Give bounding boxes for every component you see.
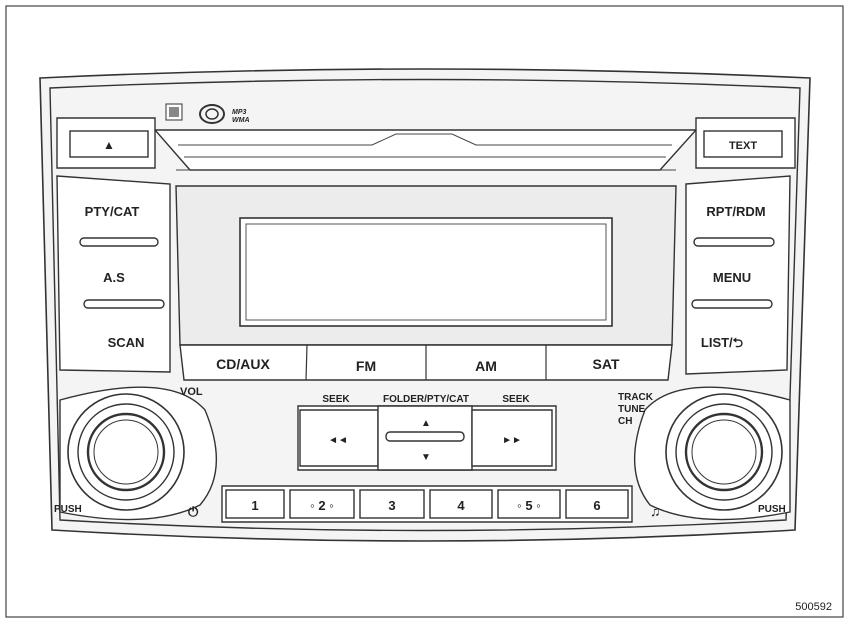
figure-id: 500592 <box>795 601 832 613</box>
left-push-label: PUSH <box>54 504 82 515</box>
right-button-label: LIST/⮌ <box>701 335 744 350</box>
preset-label: ◦ 5 ◦ <box>517 498 541 513</box>
left-button-scan[interactable]: SCAN <box>108 335 145 350</box>
source-button-label: SAT <box>593 356 620 372</box>
preset-button-3[interactable]: 3 <box>359 489 425 519</box>
right-button-label: MENU <box>713 270 751 285</box>
right-divider-2 <box>691 299 773 309</box>
seek-right-button[interactable] <box>471 409 553 467</box>
right-button-column <box>685 175 791 375</box>
seek-right-label: SEEK <box>502 394 530 405</box>
preset-button-frame <box>225 489 285 519</box>
disc-logos: MP3 WMA <box>165 103 250 124</box>
cd-slot-top <box>178 133 672 146</box>
preset-label: 4 <box>457 498 465 513</box>
preset-label: 3 <box>388 498 395 513</box>
vol-knob[interactable] <box>86 412 166 492</box>
preset-button-frame <box>565 489 629 519</box>
source-button-label: CD/AUX <box>216 356 270 372</box>
text-button-label: TEXT <box>729 140 757 152</box>
right-button-menu[interactable]: MENU <box>713 270 751 285</box>
left-divider-1 <box>79 237 159 247</box>
mp3-label: MP3 <box>232 109 247 116</box>
seek-left-label: SEEK <box>322 394 350 405</box>
fast-forward-icon: ►► <box>502 435 522 446</box>
right-button-label: RPT/RDM <box>706 204 765 219</box>
left-button-label: PTY/CAT <box>85 204 140 219</box>
preset-button-5[interactable]: ◦ 5 ◦ <box>497 489 561 519</box>
preset-button-6[interactable]: 6 <box>565 489 629 519</box>
source-button-cd-aux[interactable]: CD/AUX <box>216 356 270 372</box>
left-button-column <box>56 175 171 373</box>
tune-knob-cap <box>691 419 757 485</box>
vol-knob-cap <box>93 419 159 485</box>
source-button-sat[interactable]: SAT <box>593 356 620 372</box>
source-button-label: FM <box>356 358 376 374</box>
tune-label: TUNE <box>618 404 646 415</box>
rewind-icon: ◄◄ <box>328 435 348 446</box>
preset-label: 6 <box>593 498 600 513</box>
left-button-label: A.S <box>103 270 125 285</box>
disc-swirl-inner-icon <box>205 108 219 120</box>
vol-label: VOL <box>180 386 203 398</box>
source-button-fm[interactable]: FM <box>356 358 376 374</box>
music-note-icon: ♫ <box>650 503 661 519</box>
source-divider <box>305 344 308 381</box>
text-button[interactable] <box>703 130 783 158</box>
power-icon: ⏻ <box>188 504 199 519</box>
preset-button-frame <box>497 489 561 519</box>
right-button-list-back[interactable]: LIST/⮌ <box>701 335 744 350</box>
preset-label: ◦ 2 ◦ <box>310 498 334 513</box>
preset-button-2[interactable]: ◦ 2 ◦ <box>289 489 355 519</box>
disc-swirl-icon <box>199 104 225 124</box>
wma-label: WMA <box>232 117 250 124</box>
left-button-pty-cat[interactable]: PTY/CAT <box>85 204 140 219</box>
track-label: TRACK <box>618 392 654 403</box>
folder-pty-cat-label: FOLDER/PTY/CAT <box>383 394 469 405</box>
radio-inner-bezel <box>49 78 801 532</box>
cd-logo-inner <box>169 107 179 117</box>
down-arrow-icon: ▼ <box>421 452 431 463</box>
right-button-rpt-rdm[interactable]: RPT/RDM <box>706 204 765 219</box>
folder-up-button[interactable]: ▲ <box>421 418 431 429</box>
folder-down-button[interactable]: ▼ <box>421 452 431 463</box>
right-divider-1 <box>693 237 775 247</box>
source-button-label: AM <box>475 358 497 374</box>
ch-label: CH <box>618 416 632 427</box>
eject-button[interactable] <box>69 130 149 158</box>
preset-button-frame <box>429 489 493 519</box>
cd-slot-housing <box>153 129 698 171</box>
right-push-label: PUSH <box>758 504 786 515</box>
eject-icon: ▲ <box>103 138 115 152</box>
preset-button-frame <box>289 489 355 519</box>
source-button-am[interactable]: AM <box>475 358 497 374</box>
left-button-label: SCAN <box>108 335 145 350</box>
up-arrow-icon: ▲ <box>421 418 431 429</box>
left-button-as[interactable]: A.S <box>103 270 125 285</box>
preset-button-4[interactable]: 4 <box>429 489 493 519</box>
tune-knob[interactable] <box>684 412 764 492</box>
lcd-display <box>239 217 613 327</box>
preset-button-frame <box>359 489 425 519</box>
folder-divider <box>385 431 465 442</box>
preset-label: 1 <box>251 498 258 513</box>
left-divider-2 <box>83 299 165 309</box>
preset-button-1[interactable]: 1 <box>225 489 285 519</box>
lcd-display-inner <box>245 223 607 321</box>
